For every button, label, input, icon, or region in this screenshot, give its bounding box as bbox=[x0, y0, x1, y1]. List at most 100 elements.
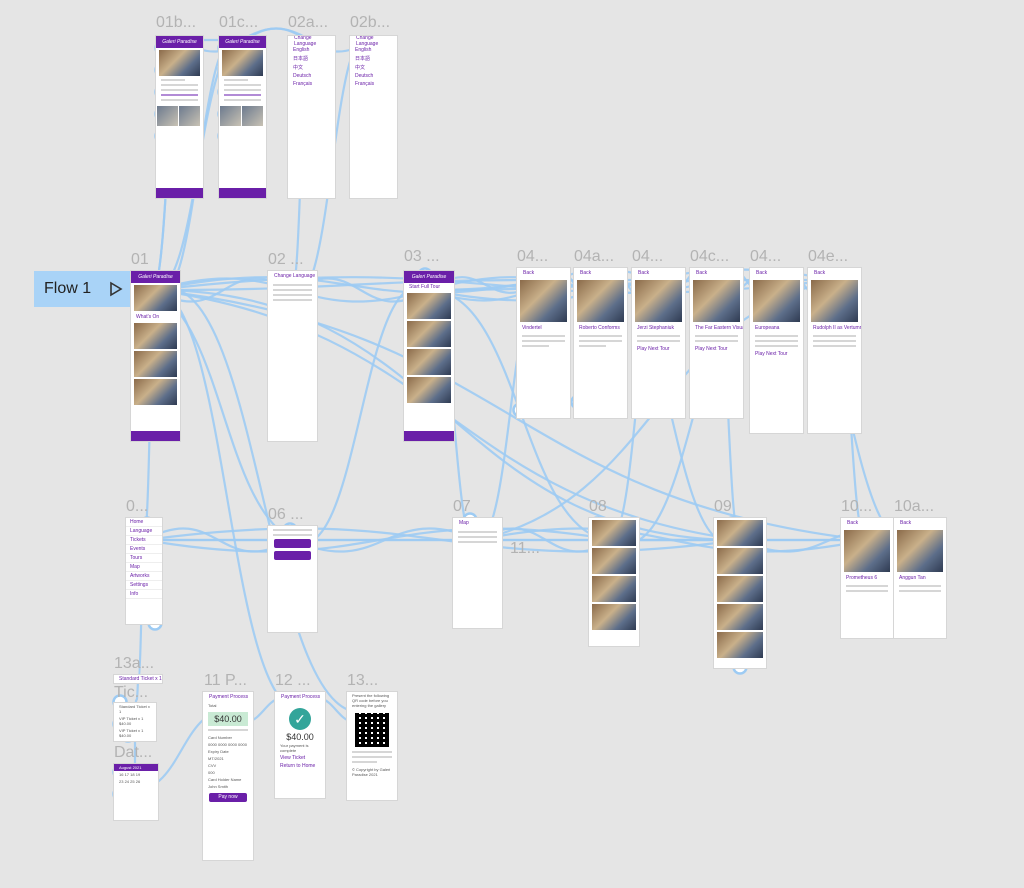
ticket-type[interactable]: VIP Ticket x 1 $40.00 bbox=[119, 728, 144, 738]
frame-title-09: 09 bbox=[714, 498, 732, 515]
frame-04a-artwork[interactable]: Back Roberto Conforms bbox=[574, 268, 627, 418]
play-icon[interactable] bbox=[109, 281, 123, 297]
ticket-type[interactable]: Standard Ticket x 1 bbox=[119, 704, 150, 714]
ticket-select[interactable]: Standard Ticket x 1 bbox=[119, 676, 162, 682]
menu-item-language[interactable]: Language bbox=[126, 527, 162, 536]
flow-starting-point[interactable]: Flow 1 bbox=[34, 271, 130, 307]
menu-item-map[interactable]: Map bbox=[126, 563, 162, 572]
calendar-month[interactable]: August 2021 bbox=[114, 764, 158, 771]
frame-title-01b: 01b... bbox=[156, 14, 197, 31]
back-button[interactable]: Back bbox=[696, 270, 708, 276]
frame-date-picker[interactable]: August 2021 16 17 18 19 23 24 25 26 bbox=[114, 764, 158, 820]
frame-01c[interactable]: Galeri Paradise bbox=[219, 36, 266, 198]
back-button[interactable]: Back bbox=[756, 270, 768, 276]
back-button[interactable]: Back bbox=[814, 270, 826, 276]
change-language-header[interactable]: Change Language bbox=[274, 273, 316, 279]
start-full-tour-button[interactable]: Start Full Tour bbox=[409, 284, 441, 290]
back-button[interactable]: Back bbox=[638, 270, 650, 276]
language-option[interactable]: 中文 bbox=[293, 65, 304, 71]
card-number-field[interactable]: 0000 0000 0000 0000 bbox=[208, 742, 247, 747]
menu-item-info[interactable]: Info bbox=[126, 590, 162, 599]
payment-amount: $40.00 bbox=[286, 732, 314, 742]
back-button[interactable]: Back bbox=[580, 270, 592, 276]
calendar-row[interactable]: 23 24 25 26 bbox=[114, 778, 158, 785]
return-home-button[interactable]: Return to Home bbox=[280, 763, 316, 769]
frame-11-payment[interactable]: Payment Process Total $40.00 Card Number… bbox=[203, 692, 253, 860]
back-button[interactable]: Back bbox=[847, 520, 859, 526]
frame-02a[interactable]: Change Language English 日本語 中文 Deutsch F… bbox=[288, 36, 335, 198]
language-option[interactable]: Deutsch bbox=[293, 73, 312, 79]
language-option[interactable]: English bbox=[293, 47, 310, 53]
pay-now-button[interactable]: Pay now bbox=[209, 793, 247, 802]
menu-item-home[interactable]: Home bbox=[126, 518, 162, 527]
card-holder-field[interactable]: John Smith bbox=[208, 784, 229, 789]
frame-10a-artist[interactable]: Back Anggun Tan bbox=[894, 518, 946, 638]
frame-header: Galeri Paradise bbox=[156, 36, 203, 48]
bottom-nav[interactable] bbox=[156, 188, 203, 198]
artwork-image bbox=[577, 280, 624, 322]
frame-03-tour[interactable]: Galeri Paradise Start Full Tour bbox=[404, 271, 454, 441]
play-next-tour-button[interactable]: Play Next Tour bbox=[637, 346, 670, 352]
frame-13-ticket-qr[interactable]: Present the following QR code before you… bbox=[347, 692, 397, 800]
ticket-type[interactable]: VIP Ticket x 1 $40.00 bbox=[119, 716, 144, 726]
calendar-day[interactable]: 16 bbox=[119, 772, 124, 777]
frame-ticket-types[interactable]: Standard Ticket x 1 VIP Ticket x 1 $40.0… bbox=[114, 703, 156, 741]
payment-header[interactable]: Payment Process bbox=[281, 694, 321, 700]
calendar-day[interactable]: 18 bbox=[130, 772, 135, 777]
frame-09-gallery[interactable] bbox=[714, 518, 766, 668]
bottom-nav[interactable] bbox=[219, 188, 266, 198]
cvv-field[interactable]: 000 bbox=[208, 770, 215, 775]
calendar-day[interactable]: 25 bbox=[130, 779, 135, 784]
language-option[interactable]: 中文 bbox=[355, 65, 366, 71]
frame-13a-ticket-select[interactable]: Standard Ticket x 1 bbox=[114, 675, 162, 683]
artwork-image bbox=[635, 280, 682, 322]
play-next-tour-button[interactable]: Play Next Tour bbox=[755, 351, 788, 357]
language-option[interactable]: Français bbox=[293, 81, 313, 87]
view-ticket-button[interactable]: View Ticket bbox=[280, 755, 306, 761]
calendar-day[interactable]: 19 bbox=[135, 772, 141, 777]
calendar-row[interactable]: 16 17 18 19 bbox=[114, 771, 158, 778]
frame-06[interactable] bbox=[268, 526, 317, 632]
expiry-field[interactable]: MT/2021 bbox=[208, 756, 224, 761]
back-button[interactable]: Back bbox=[523, 270, 535, 276]
frame-04c-artwork[interactable]: Back The Far Eastern Visual Arts Gallery… bbox=[690, 268, 743, 418]
frame-01b[interactable]: Galeri Paradise bbox=[156, 36, 203, 198]
language-option[interactable]: Français bbox=[355, 81, 375, 87]
calendar-day[interactable]: 23 bbox=[119, 779, 124, 784]
back-button[interactable]: Back bbox=[900, 520, 912, 526]
frame-02b[interactable]: Change Language English 日本語 中文 Deutsch F… bbox=[350, 36, 397, 198]
frame-10-artist[interactable]: Back Prometheus 6 bbox=[841, 518, 893, 638]
calendar-day[interactable]: 24 bbox=[124, 779, 130, 784]
frame-title-08: 08 bbox=[589, 498, 607, 515]
frame-04e-artwork[interactable]: Back Rudolph II as Vertumnus by Giuseppe… bbox=[808, 268, 861, 433]
frame-04d-artwork[interactable]: Back Europeana Play Next Tour bbox=[750, 268, 803, 433]
frame-04b-artwork[interactable]: Back Jerzi Stephaniuk Play Next Tour bbox=[632, 268, 685, 418]
calendar-day[interactable]: 26 bbox=[135, 779, 141, 784]
language-option[interactable]: 日本語 bbox=[355, 56, 371, 62]
menu-item-events[interactable]: Events bbox=[126, 545, 162, 554]
frame-07-map[interactable]: Map bbox=[453, 518, 502, 628]
menu-item-settings[interactable]: Settings bbox=[126, 581, 162, 590]
frame-menu[interactable]: Home Language Tickets Events Tours Map A… bbox=[126, 518, 162, 624]
frame-12-payment-complete[interactable]: Payment Process ✓ $40.00 Your payment is… bbox=[275, 692, 325, 798]
menu-item-tickets[interactable]: Tickets bbox=[126, 536, 162, 545]
frame-04-artwork[interactable]: Back Vindertel bbox=[517, 268, 570, 418]
calendar-day[interactable]: 17 bbox=[124, 772, 130, 777]
menu-item-artworks[interactable]: Artworks bbox=[126, 572, 162, 581]
language-option[interactable]: English bbox=[355, 47, 372, 53]
frame-08-gallery[interactable] bbox=[589, 518, 639, 646]
map-back-button[interactable]: Map bbox=[459, 520, 469, 526]
menu-item-tours[interactable]: Tours bbox=[126, 554, 162, 563]
play-next-tour-button[interactable]: Play Next Tour bbox=[695, 346, 728, 352]
language-option[interactable]: 日本語 bbox=[293, 56, 309, 62]
frame-01-home[interactable]: Galeri Paradise What's On bbox=[131, 271, 180, 441]
change-language-header[interactable]: Change Language bbox=[294, 36, 317, 47]
language-option[interactable]: Deutsch bbox=[355, 73, 374, 79]
change-language-header[interactable]: Change Language bbox=[356, 36, 379, 47]
bottom-nav[interactable] bbox=[131, 431, 180, 441]
whats-on-heading: What's On bbox=[136, 314, 160, 320]
bottom-nav[interactable] bbox=[404, 431, 454, 441]
frame-02-language[interactable]: Change Language bbox=[268, 271, 317, 441]
payment-header[interactable]: Payment Process bbox=[209, 694, 249, 700]
